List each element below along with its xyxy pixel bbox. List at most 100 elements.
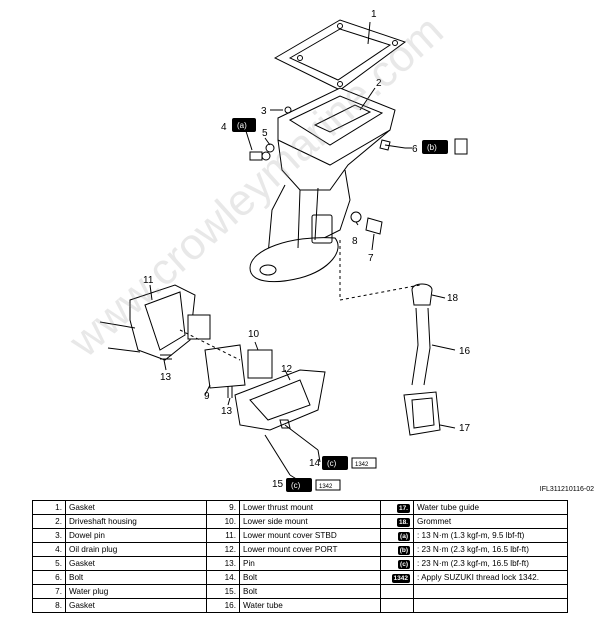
legend-item-name: : 23 N·m (2.3 kgf-m, 16.5 lbf-ft) [413,542,568,557]
legend-item-name: Bolt [239,570,381,585]
svg-text:(c): (c) [327,459,337,468]
callout-13: 13 [160,372,172,383]
legend-item-number: 11. [206,528,240,543]
driveshaft-housing-part-2 [249,87,396,283]
legend-item-name: Gasket [65,500,207,515]
legend-item-number: 1. [32,500,66,515]
legend-item-number: 4. [32,542,66,557]
legend-item-number: 18. [380,514,414,529]
legend-item-name: Water tube [239,598,381,613]
lower-thrust-mount-part-9 [204,344,246,389]
water-tube-part-16 [411,307,431,386]
callout-8: 8 [352,236,358,247]
torque-mark-c-badge-15: (c) 1342 [286,478,341,492]
legend-item-name [413,584,568,599]
legend-item-number: 16. [206,598,240,613]
legend-item-name: Pin [239,556,381,571]
legend-item-name: Dowel pin [65,528,207,543]
exploded-parts-diagram: 1 2 3 4 5 6 7 8 9 10 11 12 13 13 14 15 1… [99,9,471,492]
legend-item-number: 17. [380,500,414,515]
callout-16: 16 [459,346,471,357]
legend-item-number: (a) [380,528,414,543]
callout-1: 1 [371,9,377,20]
legend-item-number: 1342 [380,570,414,585]
legend-item-number [380,598,414,613]
legend-item-number: 9. [206,500,240,515]
callout-15: 15 [272,479,284,490]
legend-item-number: (b) [380,542,414,557]
pin-part-13 [160,354,233,398]
gasket-part-1 [273,19,407,91]
legend-item-name: Bolt [65,570,207,585]
legend-item-name: Gasket [65,598,207,613]
callout-14: 14 [309,458,321,469]
legend-item-number: 8. [32,598,66,613]
legend-item-number: 15. [206,584,240,599]
legend-item-name: : 23 N·m (2.3 kgf-m, 16.5 lbf-ft) [413,556,568,571]
callout-12: 12 [281,364,293,375]
bolt-part-14 [279,419,319,451]
callout-3: 3 [261,106,267,117]
callout-7: 7 [368,253,374,264]
callout-11: 11 [143,275,154,286]
legend-item-name: Oil drain plug [65,542,207,557]
legend-item-name: Lower thrust mount [239,500,381,515]
svg-text:(c): (c) [291,481,301,490]
svg-text:(b): (b) [427,143,437,152]
legend-item-name [413,598,568,613]
gasket-part-8 [350,211,362,223]
callout-2: 2 [376,78,382,89]
svg-text:1342: 1342 [355,462,369,468]
dowel-pin-part-3 [284,106,292,114]
grommet-part-18 [411,283,433,306]
figure-id: IFL311210116-02 [539,486,594,493]
svg-text:1342: 1342 [319,484,333,490]
legend-item-name: Lower mount cover STBD [239,528,381,543]
legend-item-number: (c) [380,556,414,571]
legend-item-name: : 13 N·m (1.3 kgf-m, 9.5 lbf-ft) [413,528,568,543]
bolt-part-6 [379,139,406,151]
bolt-part-15 [264,434,291,476]
callout-10: 10 [248,329,260,340]
legend-item-number: 13. [206,556,240,571]
callout-5: 5 [262,128,268,139]
torque-mark-a-badge: (a) [232,118,256,132]
lower-mount-cover-stbd-part-11 [99,284,211,361]
legend-item-name: Gasket [65,556,207,571]
legend-item-name: : Apply SUZUKI thread lock 1342. [413,570,568,585]
legend-item-name: Bolt [239,584,381,599]
legend-item-number: 12. [206,542,240,557]
torque-mark-c-badge-14: (c) 1342 [322,456,377,470]
lower-side-mount-part-10 [247,349,273,379]
legend-item-number: 14. [206,570,240,585]
legend-item-name: Driveshaft housing [65,514,207,529]
callout-18: 18 [447,293,459,304]
leader-lines [149,21,456,481]
legend-item-name: Lower side mount [239,514,381,529]
water-plug-part-7 [365,217,383,235]
callout-9: 9 [204,391,210,402]
legend-item-number: 6. [32,570,66,585]
legend-item-number: 5. [32,556,66,571]
lower-mount-cover-port-part-12 [234,369,326,431]
svg-text:(a): (a) [237,121,247,130]
legend-item-number: 2. [32,514,66,529]
legend-item-name: Water tube guide [413,500,568,515]
callout-17: 17 [459,423,471,434]
oil-drain-plug-part-4 [249,151,271,161]
legend-item-name: Lower mount cover PORT [239,542,381,557]
torque-mark-b-badge: (b) [422,138,468,155]
legend-item-name: Grommet [413,514,568,529]
legend-item-number: 10. [206,514,240,529]
water-tube-guide-part-17 [403,391,441,436]
callout-13: 13 [221,406,233,417]
